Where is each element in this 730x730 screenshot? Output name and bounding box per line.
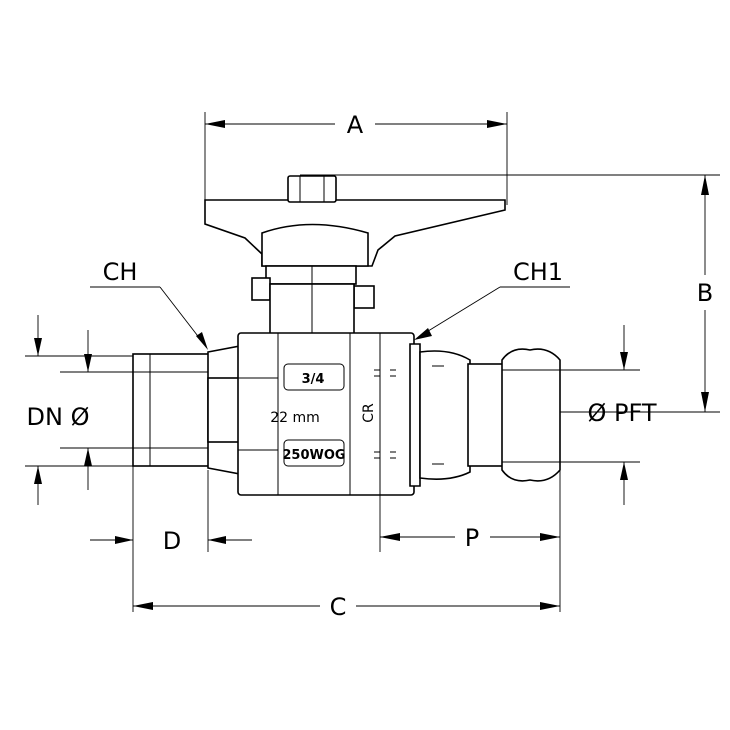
dimension-c-label: C (330, 593, 347, 621)
valve-handle (204, 175, 506, 335)
ch-label: CH (103, 258, 138, 286)
size-marking: 3/4 (302, 372, 325, 387)
dimension-a: A (204, 111, 508, 205)
dimension-b-label: B (697, 279, 713, 307)
rating-marking: 250WOG (282, 448, 345, 463)
ch-hex-nut (207, 345, 241, 475)
ch-leader: CH (90, 258, 208, 350)
ch1-leader: CH1 (414, 258, 570, 340)
dimension-a-label: A (347, 111, 364, 139)
ch1-hex (409, 343, 421, 487)
dimension-d-label: D (163, 527, 181, 555)
dimension-d: D (90, 466, 252, 612)
dimension-dn: DN Ø (25, 315, 133, 505)
male-thread-end (132, 353, 214, 467)
dn-label: DN Ø (27, 403, 90, 431)
press-fitting-end (419, 348, 561, 482)
dimension-p-label: P (465, 524, 479, 552)
pft-label: Ø PFT (587, 399, 656, 427)
ch1-label: CH1 (513, 258, 563, 286)
valve-body (237, 332, 415, 496)
dimension-p: P (379, 470, 561, 612)
diameter-marking: 22 mm (270, 410, 320, 426)
dimension-pft: Ø PFT (560, 325, 657, 505)
logo-marking: CR (361, 403, 377, 423)
dimension-c: C (133, 593, 560, 621)
